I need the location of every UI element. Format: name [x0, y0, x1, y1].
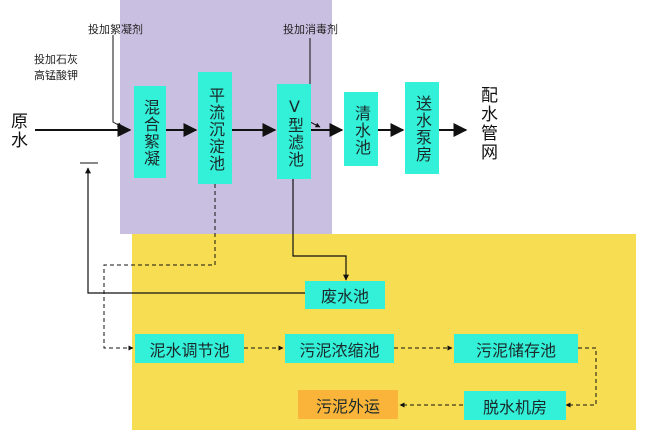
sludge-transport-box: 污泥外运 [298, 390, 398, 419]
waste-water-pool-box: 废水池 [305, 281, 385, 309]
label-add-lime: 投加石灰 [34, 53, 78, 66]
pump-house-box: 送水泵房 [405, 82, 439, 174]
label-add-disinfectant: 投加消毒剂 [283, 23, 338, 36]
clear-water-tank-box: 清水池 [344, 92, 378, 166]
arrow-disinfectant-dose [309, 38, 321, 128]
label-distribution-network: 配水管网 [477, 86, 497, 162]
v-filter-box: V型滤池 [277, 84, 311, 179]
label-add-coagulant: 投加絮凝剂 [88, 23, 143, 36]
mixing-flocculation-box: 混合絮凝 [134, 86, 166, 178]
label-raw-water: 原水 [7, 112, 27, 150]
mud-regulation-tank-box: 泥水调节池 [135, 334, 244, 363]
arrow-coagulant-dose [112, 35, 123, 128]
arrow-wastewater-return [85, 167, 305, 294]
label-add-permanganate: 高锰酸钾 [34, 69, 78, 82]
sludge-storage-tank-box: 污泥储存池 [454, 334, 578, 363]
sedimentation-tank-box: 平流沉淀池 [198, 72, 232, 184]
sludge-thickening-tank-box: 污泥浓缩池 [285, 334, 394, 363]
arrow-filter-to-wastewater [292, 179, 349, 281]
dewatering-room-box: 脱水机房 [464, 391, 566, 420]
arrow-storage-to-dewatering [565, 347, 597, 408]
arrow-sedimentation-to-regulation [103, 184, 216, 351]
